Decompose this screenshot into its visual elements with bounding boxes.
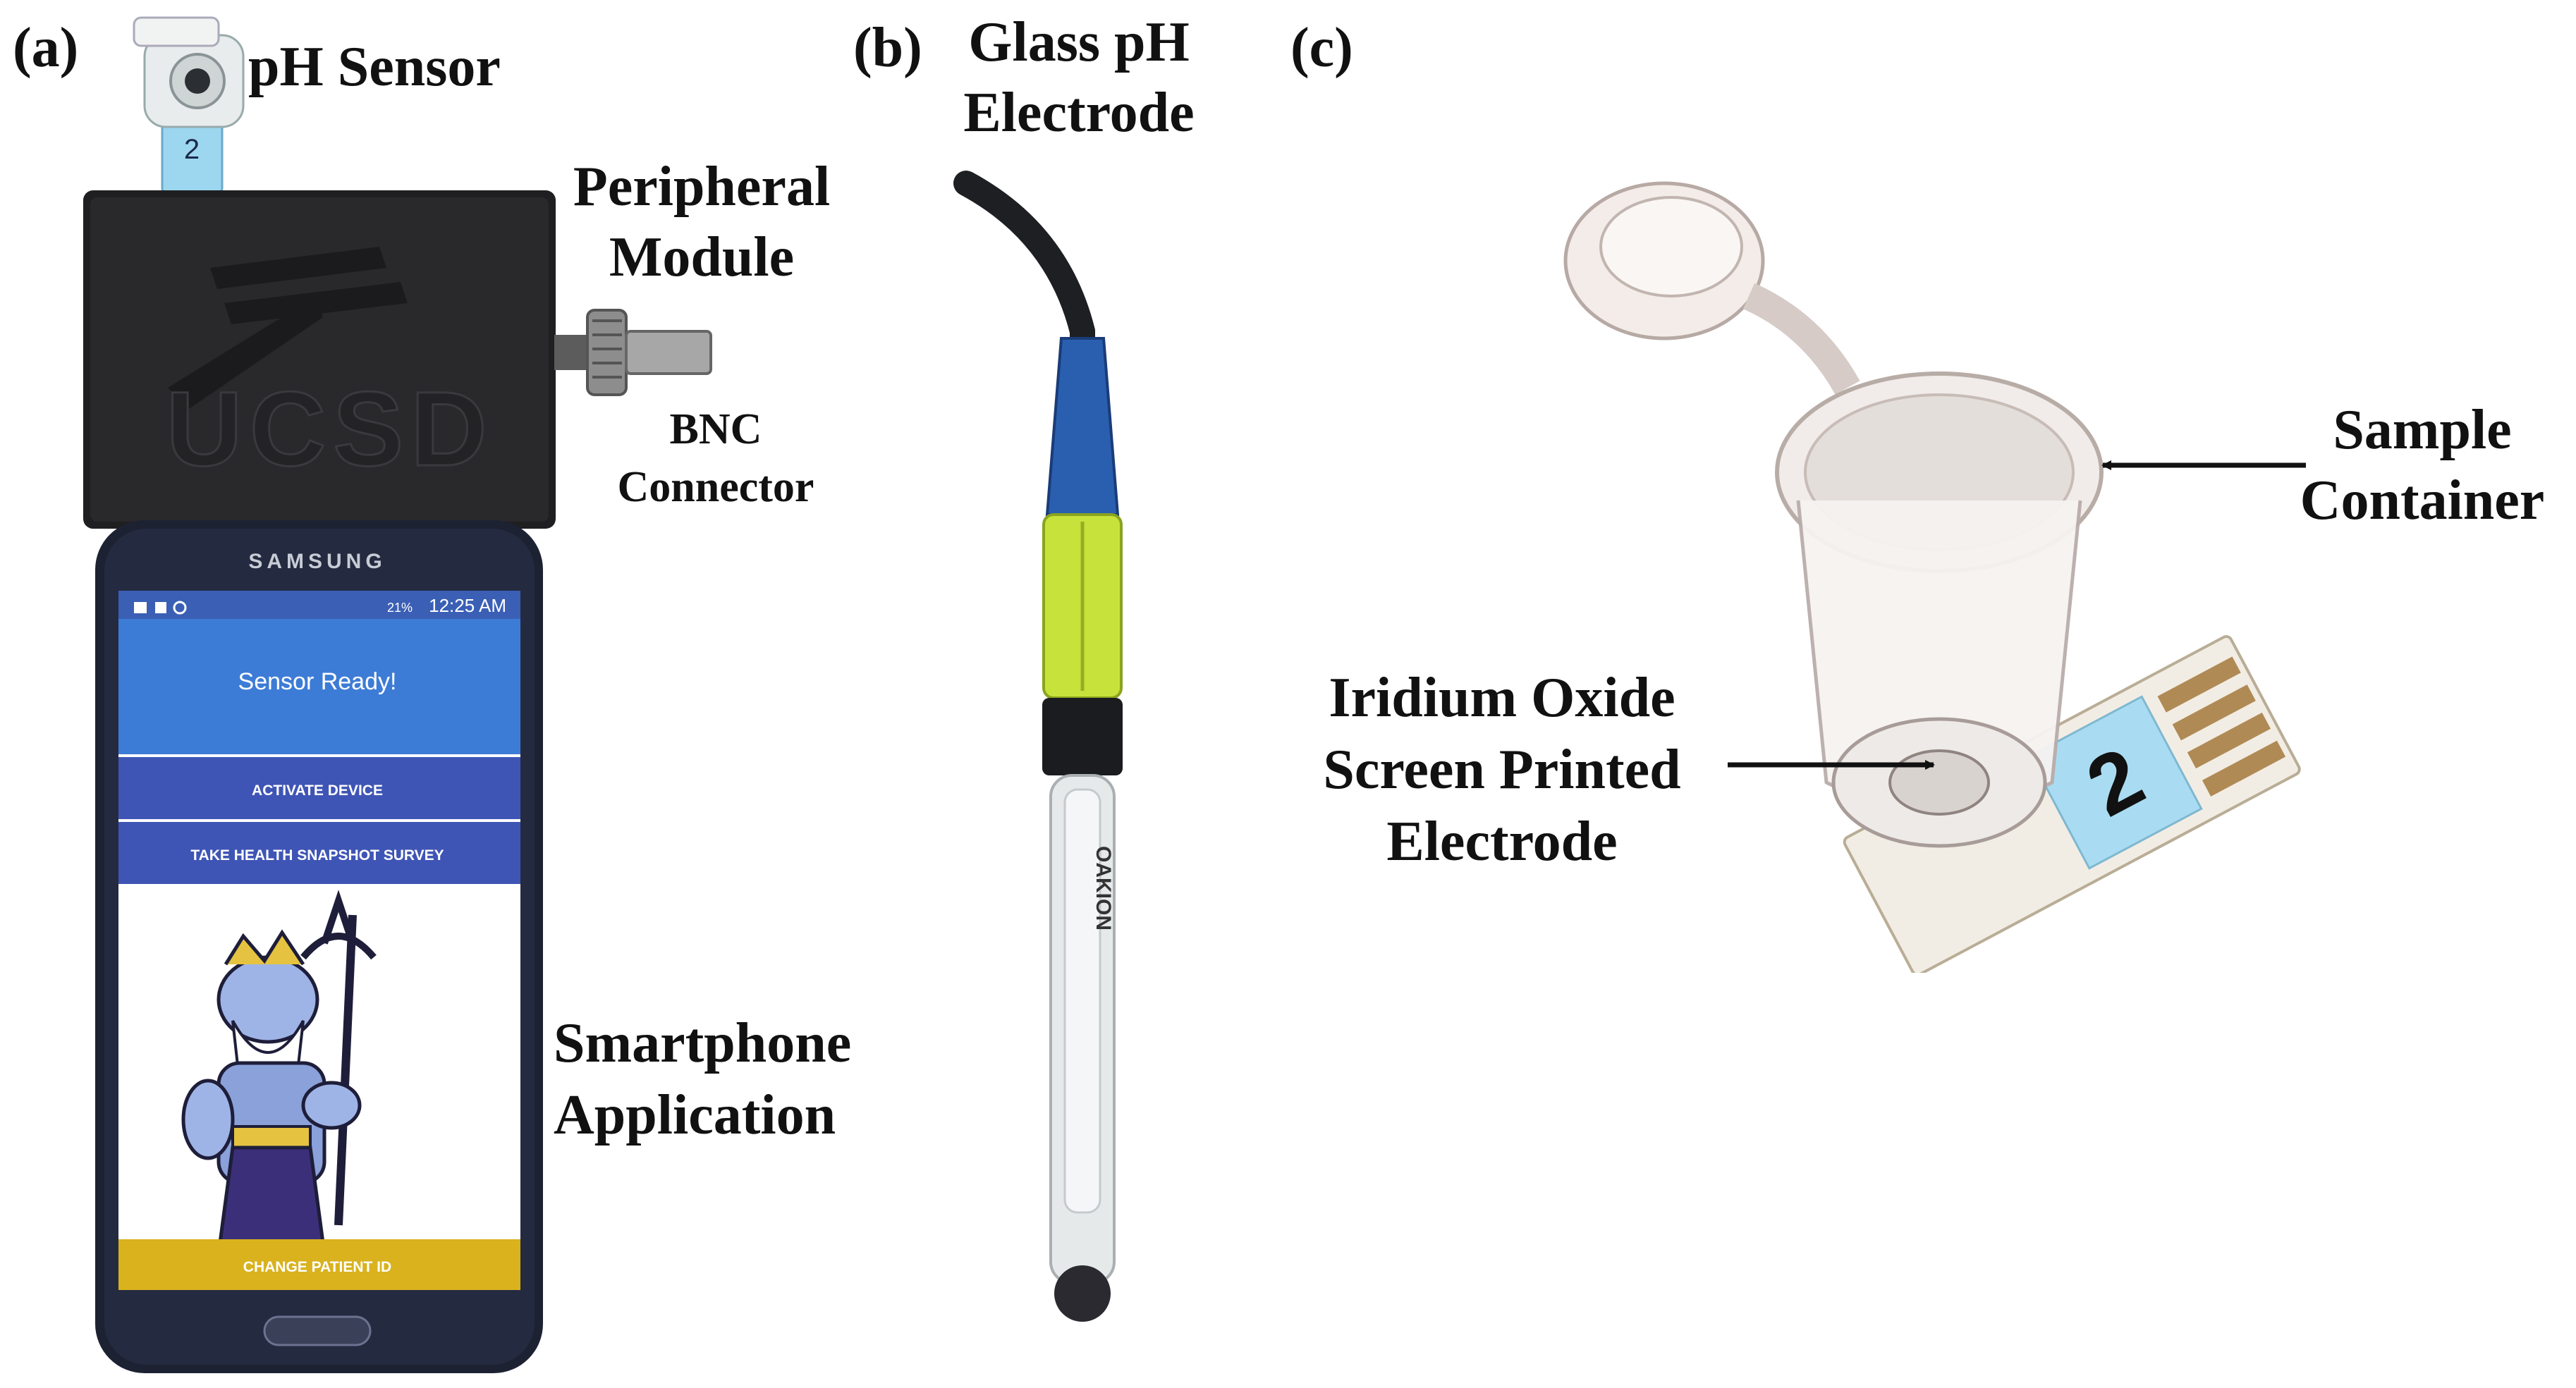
activate-device-button	[118, 757, 520, 819]
module-logo-text: UCSD	[166, 369, 494, 488]
sample-container-illustration: 2	[1563, 181, 2306, 973]
status-save-icon	[134, 602, 147, 613]
status-time-text: 12:25 AM	[429, 595, 506, 616]
status-doc-icon	[155, 602, 166, 613]
peripheral-module-illustration: UCSD	[83, 190, 712, 529]
peripheral-module-line1: Peripheral	[573, 156, 831, 218]
glass-electrode-illustration: OAKION	[953, 171, 1123, 1322]
status-headphone-icon	[173, 601, 187, 615]
change-patient-label: CHANGE PATIENT ID	[243, 1259, 391, 1275]
sensor-number-text: 2	[184, 134, 200, 165]
glass-ph-electrode-line1: Glass pH	[968, 11, 1190, 73]
ph-sensor-label: pH Sensor	[248, 36, 501, 98]
health-survey-button	[118, 822, 520, 884]
sample-container-line2: Container	[2300, 469, 2545, 532]
sensor-ready-banner: Sensor Ready!	[238, 668, 397, 695]
screen-printed-electrode: 2	[1843, 635, 2301, 973]
iridium-oxide-line2: Screen Printed	[1323, 739, 1681, 801]
iridium-oxide-line1: Iridium Oxide	[1329, 667, 1675, 729]
bnc-connector-label: BNC Connector	[596, 407, 836, 509]
health-survey-label: TAKE HEALTH SNAPSHOT SURVEY	[190, 847, 444, 864]
panel-a-letter: (a)	[13, 17, 79, 79]
smartphone-application-line2: Application	[554, 1084, 836, 1146]
bnc-connector-line2: Connector	[617, 463, 814, 511]
sample-container-line1: Sample	[2333, 399, 2512, 461]
sample-container-label: Sample Container	[2274, 402, 2570, 529]
probe-brand-text: OAKION	[1092, 846, 1115, 931]
bnc-connector-line1: BNC	[669, 405, 762, 453]
iridium-oxide-electrode-label: Iridium Oxide Screen Printed Electrode	[1290, 670, 1714, 870]
phone-brand-text: SAMSUNG	[248, 550, 386, 573]
change-patient-button	[118, 1239, 520, 1290]
iridium-oxide-line3: Electrode	[1386, 811, 1618, 873]
smartphone-application-label: Smartphone Application	[554, 1015, 851, 1143]
glass-ph-electrode-line2: Electrode	[963, 82, 1195, 144]
peripheral-module-label: Peripheral Module	[554, 159, 850, 285]
panel-b-letter: (b)	[853, 17, 922, 79]
smartphone-illustration: SAMSUNG 12:25 AM 21% Sensor Ready! ACTIV…	[95, 520, 543, 1373]
panel-c-letter: (c)	[1290, 17, 1353, 79]
peripheral-module-line2: Module	[609, 226, 795, 288]
mascot-illustration	[181, 890, 377, 1276]
status-battery-text: 21%	[387, 601, 413, 615]
smartphone-application-line1: Smartphone	[554, 1012, 852, 1074]
activate-device-label: ACTIVATE DEVICE	[252, 782, 383, 799]
glass-ph-electrode-label: Glass pH Electrode	[945, 14, 1213, 141]
ph-sensor-illustration: 2	[133, 16, 245, 195]
